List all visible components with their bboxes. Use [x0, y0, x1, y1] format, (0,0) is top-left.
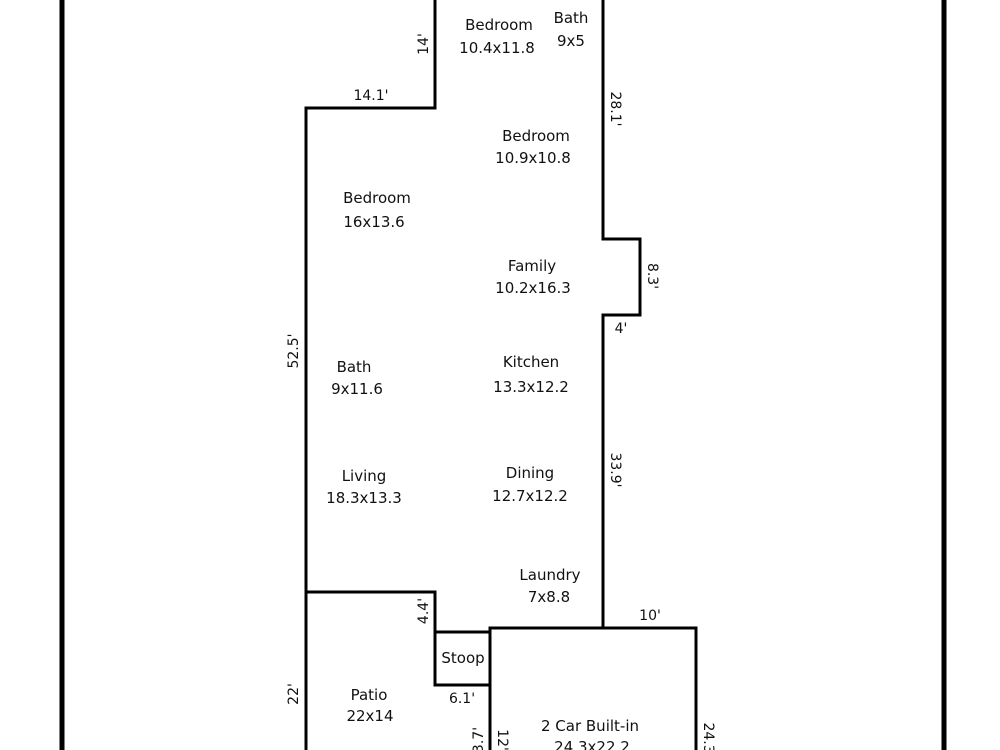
dimension-3-7: 3.7': [471, 727, 487, 750]
room-label-garage: 2 Car Built-in: [541, 717, 639, 735]
garage-outline: [488, 626, 698, 750]
dimension-52-5: 52.5': [286, 333, 302, 368]
room-label-family: Family: [508, 257, 556, 275]
room-label-bedroom-left: Bedroom: [343, 189, 411, 207]
room-label-bath-top: Bath: [554, 9, 589, 27]
room-label-bedroom-right: Bedroom: [502, 127, 570, 145]
room-size-bath-left: 9x11.6: [331, 380, 383, 398]
room-size-dining: 12.7x12.2: [492, 487, 568, 505]
dimension-12: 12': [494, 729, 510, 750]
room-label-dining: Dining: [506, 464, 554, 482]
dimension-14-1: 14.1': [353, 88, 388, 104]
house-outline: [304, 0, 437, 750]
room-label-living: Living: [342, 467, 387, 485]
room-size-bath-top: 9x5: [557, 32, 585, 50]
room-size-laundry: 7x8.8: [528, 588, 570, 606]
room-label-patio: Patio: [351, 686, 388, 704]
dimension-8-3: 8.3': [644, 263, 660, 289]
room-size-patio: 22x14: [346, 707, 393, 725]
dimension-22: 22': [286, 683, 302, 705]
room-size-living: 18.3x13.3: [326, 489, 402, 507]
room-size-bedroom-top: 10.4x11.8: [459, 39, 535, 57]
dimension-14: 14': [416, 33, 432, 55]
dimension-33-9: 33.9': [607, 452, 623, 487]
room-size-bedroom-left: 16x13.6: [343, 213, 404, 231]
patio-top-wall: [306, 590, 492, 687]
dimension-10: 10': [639, 608, 661, 624]
room-label-stoop: Stoop: [441, 649, 484, 667]
dimension-4-4: 4.4': [416, 598, 432, 624]
room-size-family: 10.2x16.3: [495, 279, 571, 297]
house-outline-right: [601, 0, 642, 628]
dimension-28-1: 28.1': [607, 91, 623, 126]
dimension-24-3: 24.3': [700, 722, 716, 750]
room-size-bedroom-right: 10.9x10.8: [495, 149, 571, 167]
room-label-laundry: Laundry: [519, 566, 580, 584]
room-size-kitchen: 13.3x12.2: [493, 378, 569, 396]
room-size-garage: 24.3x22.2: [554, 738, 630, 750]
room-label-kitchen: Kitchen: [503, 353, 559, 371]
dimension-4: 4': [615, 321, 628, 337]
dimension-6-1: 6.1': [449, 691, 475, 707]
room-label-bath-left: Bath: [337, 358, 372, 376]
room-label-bedroom-top: Bedroom: [465, 16, 533, 34]
